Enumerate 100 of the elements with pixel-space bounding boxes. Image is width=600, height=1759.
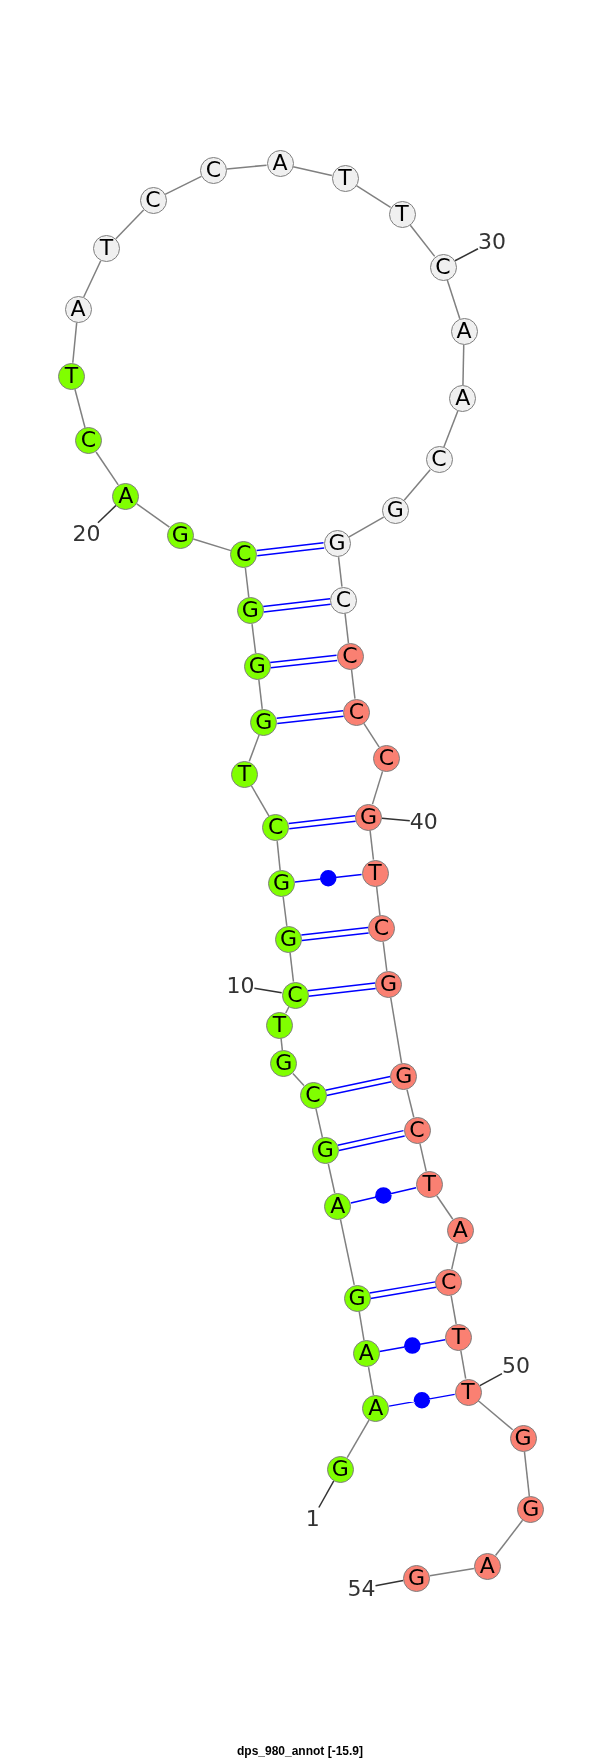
nucleotide-circle: G <box>166 521 194 549</box>
backbone-line <box>358 1310 365 1342</box>
backbone-line <box>494 1519 524 1557</box>
backbone-line <box>363 722 380 748</box>
nucleotide-circle: G <box>236 597 264 625</box>
nucleotide-circle: A <box>449 385 477 412</box>
backbone-line <box>389 996 403 1064</box>
backbone-line <box>292 1072 305 1087</box>
backbone-line <box>436 1195 454 1220</box>
base-pair-line <box>336 1129 406 1152</box>
nucleotide-circle: A <box>352 1340 380 1368</box>
base-pair-line <box>324 1075 393 1097</box>
base-pair-line <box>368 1281 437 1300</box>
backbone-line <box>248 734 260 763</box>
nucleotide-circle: C <box>262 814 290 842</box>
base-pair-line <box>388 1392 456 1409</box>
nucleotide-circle: G <box>268 870 295 897</box>
leader-line <box>253 987 283 994</box>
nucleotide-circle: T <box>388 201 416 229</box>
backbone-line <box>350 669 356 700</box>
position-number: 10 <box>226 975 255 997</box>
nucleotide-circle: C <box>200 156 227 184</box>
nucleotide-circle: G <box>343 1284 371 1312</box>
backbone-line <box>355 184 392 209</box>
nucleotide-circle: C <box>373 745 400 772</box>
nucleotide-circle: G <box>403 1564 430 1592</box>
backbone-line <box>460 1349 467 1380</box>
base-pair-line <box>307 982 377 997</box>
caption: dps_980_annot [-15.9] <box>237 1744 363 1758</box>
nucleotide-circle: T <box>361 859 389 887</box>
nucleotide-circle: T <box>415 1171 443 1199</box>
backbone-line <box>446 279 461 320</box>
backbone-line <box>250 784 270 817</box>
backbone-line <box>115 209 145 240</box>
backbone-line <box>375 885 381 917</box>
nucleotide-circle: G <box>275 925 302 953</box>
nucleotide-circle: A <box>324 1192 352 1220</box>
backbone-line <box>451 1242 459 1270</box>
nucleotide-circle: G <box>509 1425 537 1452</box>
backbone-line <box>315 1107 324 1139</box>
nucleotide-circle: C <box>330 586 357 614</box>
nucleotide-circle: G <box>390 1063 418 1090</box>
nucleotide-circle: C <box>75 427 102 455</box>
backbone-line <box>344 612 350 644</box>
leader-line <box>381 817 411 822</box>
nucleotide-circle: G <box>517 1496 545 1524</box>
nucleotide-circle: G <box>243 653 271 680</box>
backbone-line <box>72 321 78 364</box>
backbone-line <box>450 1294 457 1325</box>
position-number: 20 <box>72 522 101 545</box>
nucleotide-circle: C <box>435 1268 463 1296</box>
backbone-line <box>164 175 203 196</box>
position-number: 1 <box>305 1507 320 1530</box>
backbone-line <box>477 1399 514 1431</box>
nucleotide-circle: C <box>425 446 453 474</box>
nucleotide-circle: T <box>454 1378 482 1406</box>
position-number: 50 <box>502 1355 530 1377</box>
backbone-line <box>347 516 385 538</box>
backbone-line <box>369 829 375 861</box>
backbone-line <box>371 770 384 805</box>
backbone-line <box>367 1366 375 1396</box>
position-number: 54 <box>347 1577 376 1600</box>
position-number: 30 <box>478 230 506 253</box>
backbone-line <box>462 344 465 386</box>
nucleotide-circle: C <box>403 1116 431 1144</box>
nucleotide-circle: A <box>450 318 478 345</box>
nucleotide-circle: C <box>429 253 457 281</box>
backbone-line <box>406 1088 415 1119</box>
position-number: 40 <box>409 811 438 833</box>
backbone-line <box>292 166 333 177</box>
backbone-line <box>258 679 263 710</box>
backbone-line <box>136 503 171 528</box>
base-pair-line <box>287 815 357 830</box>
nucleotide-circle: A <box>64 295 92 323</box>
leader-line <box>97 504 117 524</box>
backbone-line <box>74 388 86 429</box>
nucleotide-circle: G <box>326 1455 354 1483</box>
nucleotide-circle: T <box>93 235 120 262</box>
nucleotide-circle: C <box>139 186 167 214</box>
base-pair-line <box>255 541 325 557</box>
nucleotide-circle: C <box>299 1082 327 1109</box>
backbone-line <box>282 896 288 927</box>
nucleotide-circle: T <box>445 1323 472 1351</box>
nucleotide-circle: T <box>331 165 359 192</box>
nucleotide-circle: G <box>355 803 382 831</box>
backbone-line <box>95 451 119 486</box>
backbone-line <box>276 840 281 871</box>
nucleotide-circle: G <box>250 708 278 736</box>
nucleotide-circle: A <box>266 150 294 178</box>
backbone-line <box>226 164 268 170</box>
backbone-line <box>192 538 232 552</box>
backbone-line <box>346 1419 370 1459</box>
backbone-line <box>337 556 343 588</box>
nucleotide-circle: T <box>231 760 259 788</box>
nucleotide-circle: C <box>368 915 395 943</box>
nucleotide-circle: T <box>266 1011 294 1039</box>
nucleotide-circle: A <box>362 1395 390 1422</box>
leader-line <box>479 1372 503 1387</box>
leader-line <box>318 1480 335 1509</box>
nucleotide-circle: C <box>343 698 370 726</box>
